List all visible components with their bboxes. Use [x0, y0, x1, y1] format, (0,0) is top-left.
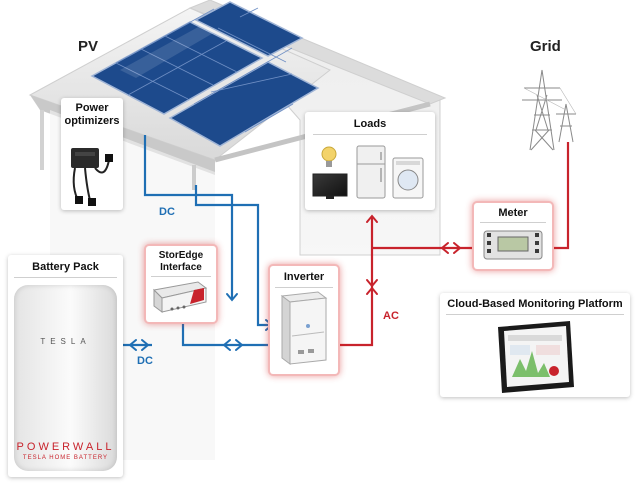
- ac-label: AC: [383, 310, 399, 322]
- optimizer-icon: [71, 148, 113, 206]
- loads-label: Loads: [353, 118, 387, 130]
- dc-label-top: DC: [159, 206, 175, 218]
- meter-label: Meter: [498, 207, 528, 219]
- loads-box: Loads: [305, 112, 435, 210]
- battery-pack-label: Battery Pack: [32, 261, 99, 273]
- inverter-label: Inverter: [283, 271, 325, 283]
- grid-label: Grid: [530, 38, 561, 55]
- loads-divider: [313, 134, 427, 135]
- meter-divider: [480, 222, 546, 223]
- cloud-monitoring-label: Cloud-Based Monitoring Platform: [447, 298, 623, 310]
- battery-pack-box: Battery Pack TESLA POWERWALL TESLA HOME …: [8, 255, 123, 477]
- battery-divider: [14, 277, 117, 278]
- cloud-monitoring-box: Cloud-Based Monitoring Platform: [440, 293, 630, 397]
- tablet-icon: [498, 321, 574, 393]
- dc-wiring: [120, 135, 275, 347]
- powerwall-unit: TESLA POWERWALL TESLA HOME BATTERY: [14, 285, 117, 471]
- inverter-divider: [275, 287, 333, 288]
- dc-arrows: [128, 293, 274, 351]
- powerwall-subtitle: TESLA HOME BATTERY: [22, 455, 109, 461]
- appliances-icon: [312, 145, 424, 199]
- power-optimizers-label: Power optimizers: [64, 102, 120, 127]
- dc-label-bottom: DC: [137, 355, 153, 367]
- powerwall-product: POWERWALL: [16, 441, 115, 453]
- ac-wiring: [340, 142, 570, 347]
- solar-array: [90, 1, 320, 147]
- storedge-label: StorEdge Interface: [158, 250, 204, 273]
- cloud-divider: [446, 314, 624, 315]
- meter-box: Meter: [474, 203, 552, 269]
- meter-icon: [483, 230, 543, 260]
- storedge-box: StorEdge Interface: [146, 246, 216, 322]
- pv-label: PV: [78, 38, 99, 55]
- inverter-box: Inverter: [270, 266, 338, 374]
- tesla-brand: TESLA: [40, 337, 91, 346]
- transmission-towers: [522, 69, 577, 151]
- ac-arrows: [366, 214, 462, 295]
- storedge-divider: [151, 276, 211, 277]
- power-optimizers-box: Power optimizers: [61, 98, 123, 210]
- inverter-icon: [280, 291, 328, 365]
- storedge-icon: [152, 281, 208, 313]
